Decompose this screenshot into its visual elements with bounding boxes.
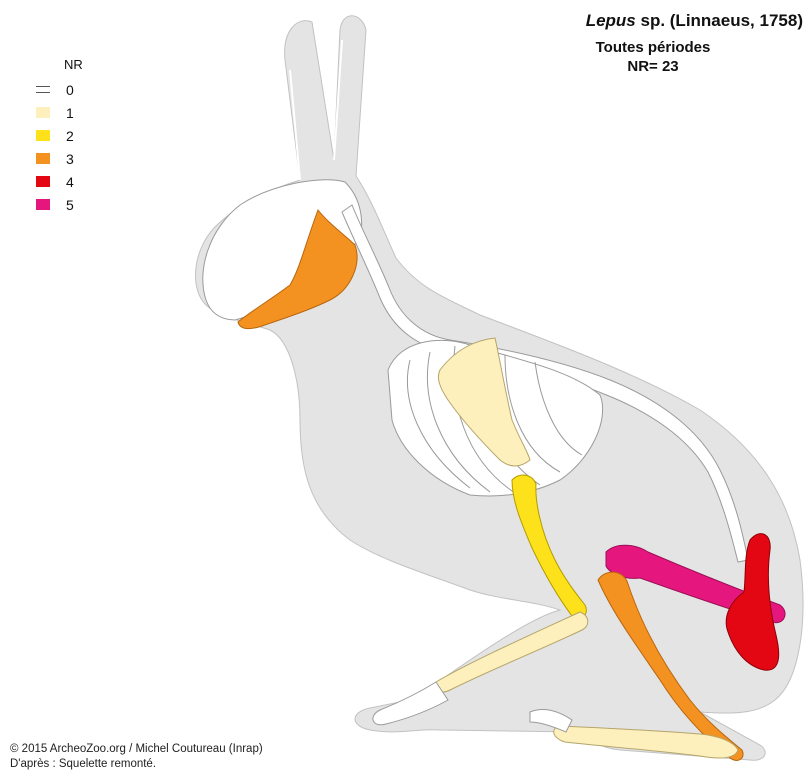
nr-total-label: NR= 23 bbox=[503, 57, 803, 76]
title-block: Lepus sp. (Linnaeus, 1758) Toutes périod… bbox=[503, 10, 803, 32]
legend-title: NR bbox=[64, 52, 116, 78]
legend-item: 1 bbox=[36, 101, 116, 124]
legend-swatch bbox=[36, 130, 50, 141]
legend: NR 0 1 2 3 4 5 bbox=[36, 52, 116, 216]
species-title: Lepus sp. (Linnaeus, 1758) bbox=[503, 10, 803, 32]
credits-copyright: © 2015 ArcheoZoo.org / Michel Coutureau … bbox=[10, 742, 263, 757]
legend-swatch bbox=[36, 153, 50, 164]
species-genus: Lepus bbox=[586, 11, 636, 30]
legend-swatch bbox=[36, 199, 50, 210]
legend-item: 5 bbox=[36, 193, 116, 216]
legend-label: 3 bbox=[66, 151, 74, 167]
legend-label: 2 bbox=[66, 128, 74, 144]
legend-label: 0 bbox=[66, 82, 74, 98]
legend-item: 3 bbox=[36, 147, 116, 170]
legend-swatch bbox=[36, 86, 50, 93]
credits: © 2015 ArcheoZoo.org / Michel Coutureau … bbox=[10, 742, 263, 772]
credits-source: D'après : Squelette remonté. bbox=[10, 757, 263, 772]
period-label: Toutes périodes bbox=[503, 38, 803, 57]
legend-swatch bbox=[36, 176, 50, 187]
legend-label: 4 bbox=[66, 174, 74, 190]
legend-item: 4 bbox=[36, 170, 116, 193]
legend-label: 1 bbox=[66, 105, 74, 121]
legend-item: 0 bbox=[36, 78, 116, 101]
species-authority: sp. (Linnaeus, 1758) bbox=[636, 11, 803, 30]
legend-item: 2 bbox=[36, 124, 116, 147]
legend-swatch bbox=[36, 107, 50, 118]
legend-label: 5 bbox=[66, 197, 74, 213]
